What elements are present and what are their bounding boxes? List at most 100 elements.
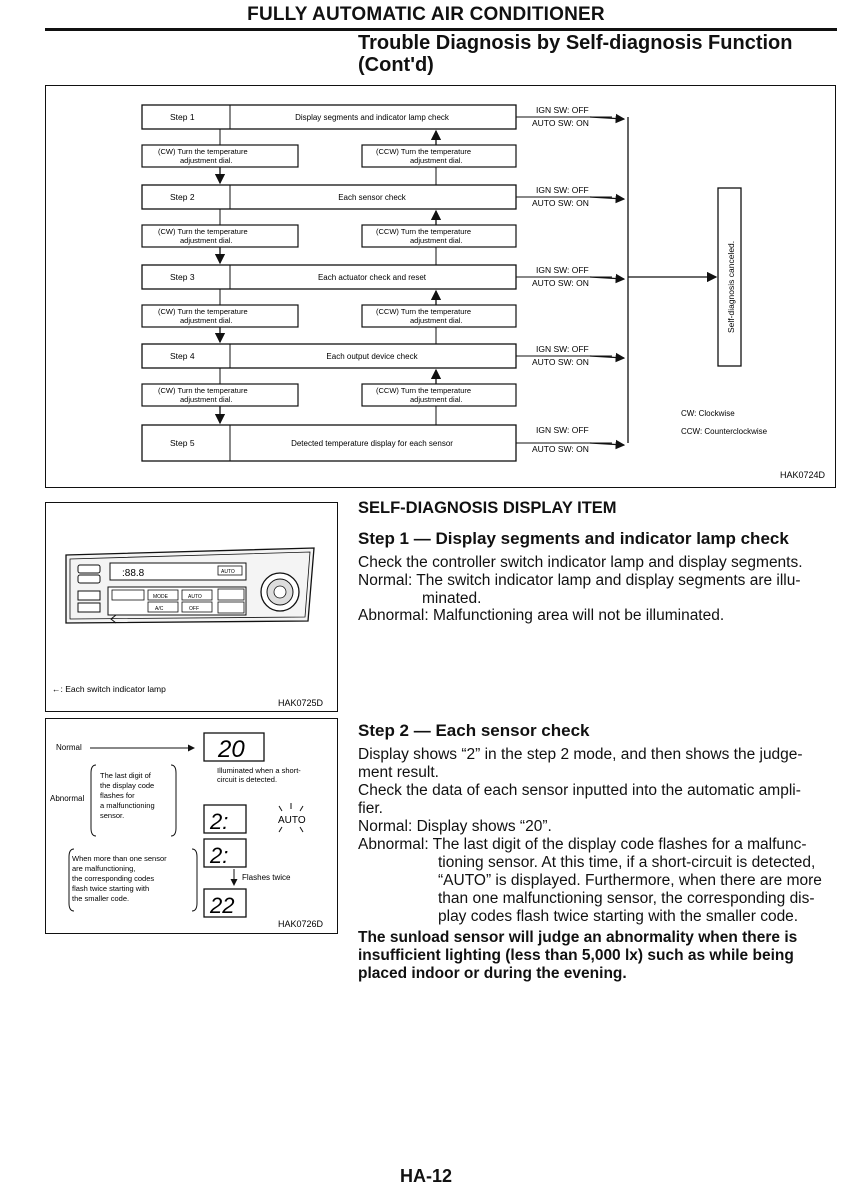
cw-text-2: adjustment dial.	[180, 395, 233, 404]
step1-title: Step 1 — Display segments and indicator …	[358, 529, 789, 548]
digit-note-2: the display code	[100, 781, 154, 790]
flashes-twice-label: Flashes twice	[242, 873, 291, 882]
section-title-line2: (Cont'd)	[358, 54, 434, 76]
step2-line2: ment result.	[358, 764, 439, 781]
ac-button-label: A/C	[155, 606, 164, 612]
ccw-text-2: adjustment dial.	[410, 395, 463, 404]
page-header-title: FULLY AUTOMATIC AIR CONDITIONER	[247, 4, 605, 25]
digit-note-3: flashes for	[100, 791, 135, 800]
cancel-box	[717, 187, 742, 367]
sunload-note-1: The sunload sensor will judge an abnorma…	[358, 929, 798, 946]
ccw-text-2: adjustment dial.	[410, 316, 463, 325]
cw-text-1: (CW) Turn the temperature	[158, 386, 248, 395]
step2-line3: Check the data of each sensor inputted i…	[358, 782, 801, 799]
page-number: HA-12	[399, 1166, 452, 1186]
auto-sw-label: AUTO SW: ON	[532, 357, 589, 367]
step-description: Each sensor check	[338, 193, 407, 202]
auto-button-label: AUTO	[188, 594, 202, 600]
auto-sw-label: AUTO SW: ON	[532, 118, 589, 128]
ccw-text-1: (CCW) Turn the temperature	[376, 386, 471, 395]
ccw-text-2: adjustment dial.	[410, 236, 463, 245]
auto-sw-label: AUTO SW: ON	[532, 278, 589, 288]
display-code-drawing: Normal 20 Illuminated when a short- circ…	[50, 732, 324, 929]
cw-text-2: adjustment dial.	[180, 236, 233, 245]
lcd-auto: AUTO	[221, 569, 235, 575]
step2-line5: Normal: Display shows “20”.	[358, 818, 552, 835]
auto-flash: AUTO	[278, 815, 306, 826]
cw-text-1: (CW) Turn the temperature	[158, 227, 248, 236]
svg-text:20: 20	[217, 736, 245, 763]
step2-line6: Abnormal: The last digit of the display …	[358, 836, 807, 853]
svg-text:22: 22	[209, 893, 234, 918]
step1-line2: Normal: The switch indicator lamp and di…	[358, 572, 801, 589]
step-label: Step 5	[170, 438, 195, 448]
display-code-figure: Normal 20 Illuminated when a short- circ…	[45, 718, 338, 934]
step2-indent3: than one malfunctioning sensor, the corr…	[438, 890, 815, 907]
ign-sw-label: IGN SW: OFF	[536, 344, 589, 354]
ign-sw-label: IGN SW: OFF	[536, 185, 589, 195]
digit-note-1: The last digit of	[100, 771, 152, 780]
cw-text-1: (CW) Turn the temperature	[158, 147, 248, 156]
cw-text-1: (CW) Turn the temperature	[158, 307, 248, 316]
short-note-line2: circuit is detected.	[217, 775, 277, 784]
step-label: Step 1	[170, 112, 195, 122]
step-label: Step 2	[170, 192, 195, 202]
svg-text:2:: 2:	[209, 843, 228, 868]
multi-note-4: flash twice starting with	[72, 884, 149, 893]
flow-steps: Step 1 Display segments and indicator lam…	[141, 104, 626, 462]
digit-note-4: a malfunctioning	[100, 801, 155, 810]
step2-indent2: “AUTO” is displayed. Furthermore, when t…	[438, 872, 822, 889]
flowchart-frame	[45, 85, 836, 488]
short-note-line1: Illuminated when a short-	[217, 766, 301, 775]
ccw-text-2: adjustment dial.	[410, 156, 463, 165]
step1-line1: Check the controller switch indicator la…	[358, 554, 803, 571]
cw-text-2: adjustment dial.	[180, 156, 233, 165]
sunload-note-2: insufficient lighting (less than 5,000 l…	[358, 947, 794, 964]
step-description: Detected temperature display for each se…	[291, 439, 453, 448]
normal-label: Normal	[56, 743, 82, 752]
auto-sw-label: AUTO SW: ON	[532, 444, 589, 454]
step2-title: Step 2 — Each sensor check	[358, 721, 590, 740]
sunload-note-3: placed indoor or during the evening.	[358, 965, 627, 982]
flow-step-2: Step 2 Each sensor check IGN SW: OFF AUTO S…	[141, 184, 626, 265]
fig2-code: HAK0726D	[278, 919, 324, 929]
flow-step-5: Step 5 Detected temperature display for e…	[141, 424, 626, 462]
ign-sw-label: IGN SW: OFF	[536, 105, 589, 115]
step2-line1: Display shows “2” in the step 2 mode, an…	[358, 746, 803, 763]
step-description: Each actuator check and reset	[318, 273, 427, 282]
multi-note-5: the smaller code.	[72, 894, 129, 903]
ign-sw-label: IGN SW: OFF	[536, 425, 589, 435]
legend-cw: CW: Clockwise	[681, 409, 735, 418]
step-description: Display segments and indicator lamp chec…	[295, 113, 450, 122]
control-panel-drawing: :88.8 AUTO MODE AUTO A/C OFF ←: Each swi…	[52, 547, 324, 708]
header-rule	[45, 28, 837, 31]
step-label: Step 3	[170, 272, 195, 282]
fig1-code: HAK0725D	[278, 698, 324, 708]
indicator-lamp-note: ←: Each switch indicator lamp	[52, 684, 166, 694]
flow-step-3: Step 3 Each actuator check and reset IGN S…	[141, 264, 626, 344]
auto-sw-label: AUTO SW: ON	[532, 198, 589, 208]
multi-note-1: When more than one sensor	[72, 854, 167, 863]
section-title: Trouble Diagnosis by Self-diagnosis Func…	[358, 32, 792, 76]
multi-note-2: are malfunctioning,	[72, 864, 135, 873]
ccw-text-1: (CCW) Turn the temperature	[376, 227, 471, 236]
flowchart-code: HAK0724D	[780, 470, 826, 480]
mode-button-label: MODE	[153, 594, 169, 600]
ign-sw-label: IGN SW: OFF	[536, 265, 589, 275]
control-panel-figure: :88.8 AUTO MODE AUTO A/C OFF ←: Each swi…	[45, 502, 338, 712]
step-description: Each output device check	[326, 352, 418, 361]
svg-text:2:: 2:	[209, 809, 228, 834]
flowchart: Step 1 Display segments and indicator lam…	[141, 104, 826, 480]
display-item-title: SELF-DIAGNOSIS DISPLAY ITEM	[358, 499, 617, 517]
step1-line4: Abnormal: Malfunctioning area will not b…	[358, 607, 725, 624]
step2-indent4: play codes flash twice starting with the…	[438, 908, 799, 925]
flow-step-1: Step 1 Display segments and indicator lam…	[141, 104, 626, 185]
